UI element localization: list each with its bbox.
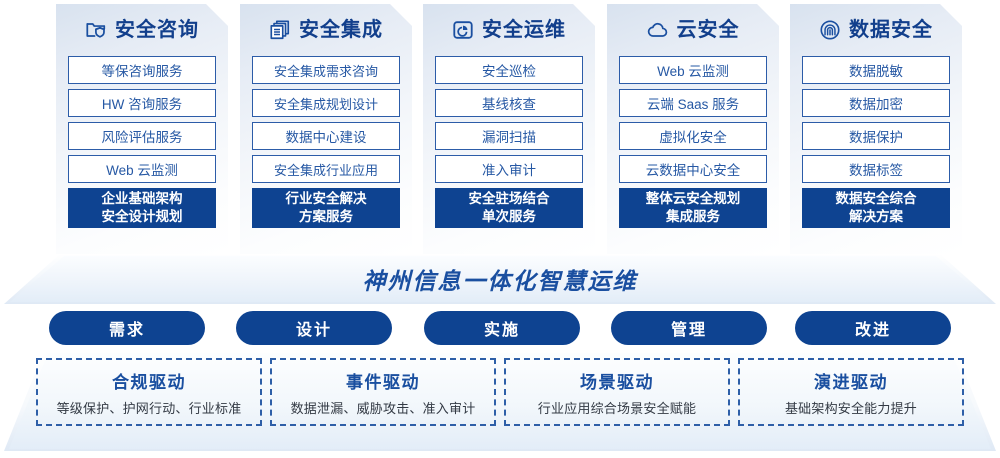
column-highlight-line1: 行业安全解决 [285, 190, 367, 206]
platform-banner-inner: 神州信息一体化智慧运维 [10, 256, 990, 302]
column-header: 安全运维 [435, 4, 583, 56]
column-highlight[interactable]: 数据安全综合 解决方案 [802, 188, 950, 228]
fingerprint-icon [819, 19, 841, 41]
service-item[interactable]: 云端 Saas 服务 [619, 89, 767, 117]
phase-pill-improvement[interactable]: 改进 [795, 311, 951, 345]
column-highlight-line1: 企业基础架构 [101, 190, 183, 206]
column-header: 云安全 [619, 4, 767, 56]
driver-title: 场景驱动 [580, 372, 654, 392]
phase-pill-implementation[interactable]: 实施 [424, 311, 580, 345]
column-highlight[interactable]: 整体云安全规划 集成服务 [619, 188, 767, 228]
service-item[interactable]: 数据标签 [802, 155, 950, 183]
column-title: 安全集成 [299, 19, 383, 41]
service-item[interactable]: 安全集成行业应用 [252, 155, 400, 183]
driver-title: 演进驱动 [814, 372, 888, 392]
column-security-consulting: 安全咨询 等保咨询服务 HW 咨询服务 风险评估服务 Web 云监测 企业基础架… [56, 4, 228, 254]
column-cloud-security: 云安全 Web 云监测 云端 Saas 服务 虚拟化安全 云数据中心安全 整体云… [607, 4, 779, 254]
driver-title: 合规驱动 [112, 372, 186, 392]
phase-pill-requirement[interactable]: 需求 [49, 311, 205, 345]
service-item[interactable]: 数据脱敏 [802, 56, 950, 84]
phase-pill-design[interactable]: 设计 [236, 311, 392, 345]
column-security-integration: 安全集成 安全集成需求咨询 安全集成规划设计 数据中心建设 安全集成行业应用 行… [240, 4, 412, 254]
column-data-security: 数据安全 数据脱敏 数据加密 数据保护 数据标签 数据安全综合 解决方案 [790, 4, 962, 254]
service-item[interactable]: 虚拟化安全 [619, 122, 767, 150]
service-item[interactable]: 漏洞扫描 [435, 122, 583, 150]
platform-banner: 神州信息一体化智慧运维 [4, 254, 996, 304]
service-item[interactable]: 安全集成规划设计 [252, 89, 400, 117]
service-item[interactable]: Web 云监测 [619, 56, 767, 84]
service-item[interactable]: 数据加密 [802, 89, 950, 117]
service-item[interactable]: 云数据中心安全 [619, 155, 767, 183]
column-highlight-line1: 整体云安全规划 [645, 190, 741, 206]
driver-title: 事件驱动 [346, 372, 420, 392]
stacked-documents-icon [269, 19, 291, 41]
column-highlight[interactable]: 行业安全解决 方案服务 [252, 188, 400, 228]
service-item[interactable]: HW 咨询服务 [68, 89, 216, 117]
driver-card-evolution[interactable]: 演进驱动 基础架构安全能力提升 [738, 358, 964, 426]
dashboard-monitor-icon [452, 19, 474, 41]
capability-columns: 安全咨询 等保咨询服务 HW 咨询服务 风险评估服务 Web 云监测 企业基础架… [0, 0, 1000, 258]
driver-subtitle: 等级保护、护网行动、行业标准 [56, 400, 242, 416]
cloud-icon [647, 19, 669, 41]
column-highlight-line2: 解决方案 [849, 209, 903, 224]
folder-shield-icon [85, 19, 107, 41]
column-header: 安全集成 [252, 4, 400, 56]
column-highlight-line2: 方案服务 [299, 209, 353, 224]
phase-pill-row: 需求 设计 实施 管理 改进 [0, 311, 1000, 345]
service-item[interactable]: 等保咨询服务 [68, 56, 216, 84]
driver-card-scenario[interactable]: 场景驱动 行业应用综合场景安全赋能 [504, 358, 730, 426]
service-item[interactable]: 安全巡检 [435, 56, 583, 84]
column-highlight[interactable]: 安全驻场结合 单次服务 [435, 188, 583, 228]
driver-panel-inner [9, 353, 991, 449]
service-item[interactable]: 数据中心建设 [252, 122, 400, 150]
service-item[interactable]: 风险评估服务 [68, 122, 216, 150]
column-highlight-line1: 数据安全综合 [835, 190, 917, 206]
column-title: 云安全 [676, 19, 740, 41]
platform-banner-text: 神州信息一体化智慧运维 [362, 268, 638, 294]
service-item[interactable]: 安全集成需求咨询 [252, 56, 400, 84]
column-highlight-line2: 安全设计规划 [101, 209, 183, 224]
column-highlight-line2: 单次服务 [482, 209, 536, 224]
column-highlight-line1: 安全驻场结合 [468, 190, 550, 206]
driver-subtitle: 行业应用综合场景安全赋能 [537, 400, 697, 416]
driver-subtitle: 数据泄漏、威胁攻击、准入审计 [290, 400, 476, 416]
driver-card-incident[interactable]: 事件驱动 数据泄漏、威胁攻击、准入审计 [270, 358, 496, 426]
service-item[interactable]: Web 云监测 [68, 155, 216, 183]
column-title: 安全运维 [482, 19, 566, 41]
driver-cards: 合规驱动 等级保护、护网行动、行业标准 事件驱动 数据泄漏、威胁攻击、准入审计 … [0, 351, 1000, 451]
column-highlight[interactable]: 企业基础架构 安全设计规划 [68, 188, 216, 228]
service-item[interactable]: 基线核查 [435, 89, 583, 117]
column-security-operations: 安全运维 安全巡检 基线核查 漏洞扫描 准入审计 安全驻场结合 单次服务 [423, 4, 595, 254]
driver-panel [4, 351, 996, 451]
phase-pill-management[interactable]: 管理 [611, 311, 767, 345]
column-title: 安全咨询 [115, 19, 199, 41]
column-header: 安全咨询 [68, 4, 216, 56]
column-header: 数据安全 [802, 4, 950, 56]
driver-subtitle: 基础架构安全能力提升 [784, 400, 917, 416]
driver-card-compliance[interactable]: 合规驱动 等级保护、护网行动、行业标准 [36, 358, 262, 426]
service-item[interactable]: 准入审计 [435, 155, 583, 183]
service-item[interactable]: 数据保护 [802, 122, 950, 150]
column-title: 数据安全 [849, 19, 933, 41]
column-highlight-line2: 集成服务 [666, 209, 720, 224]
